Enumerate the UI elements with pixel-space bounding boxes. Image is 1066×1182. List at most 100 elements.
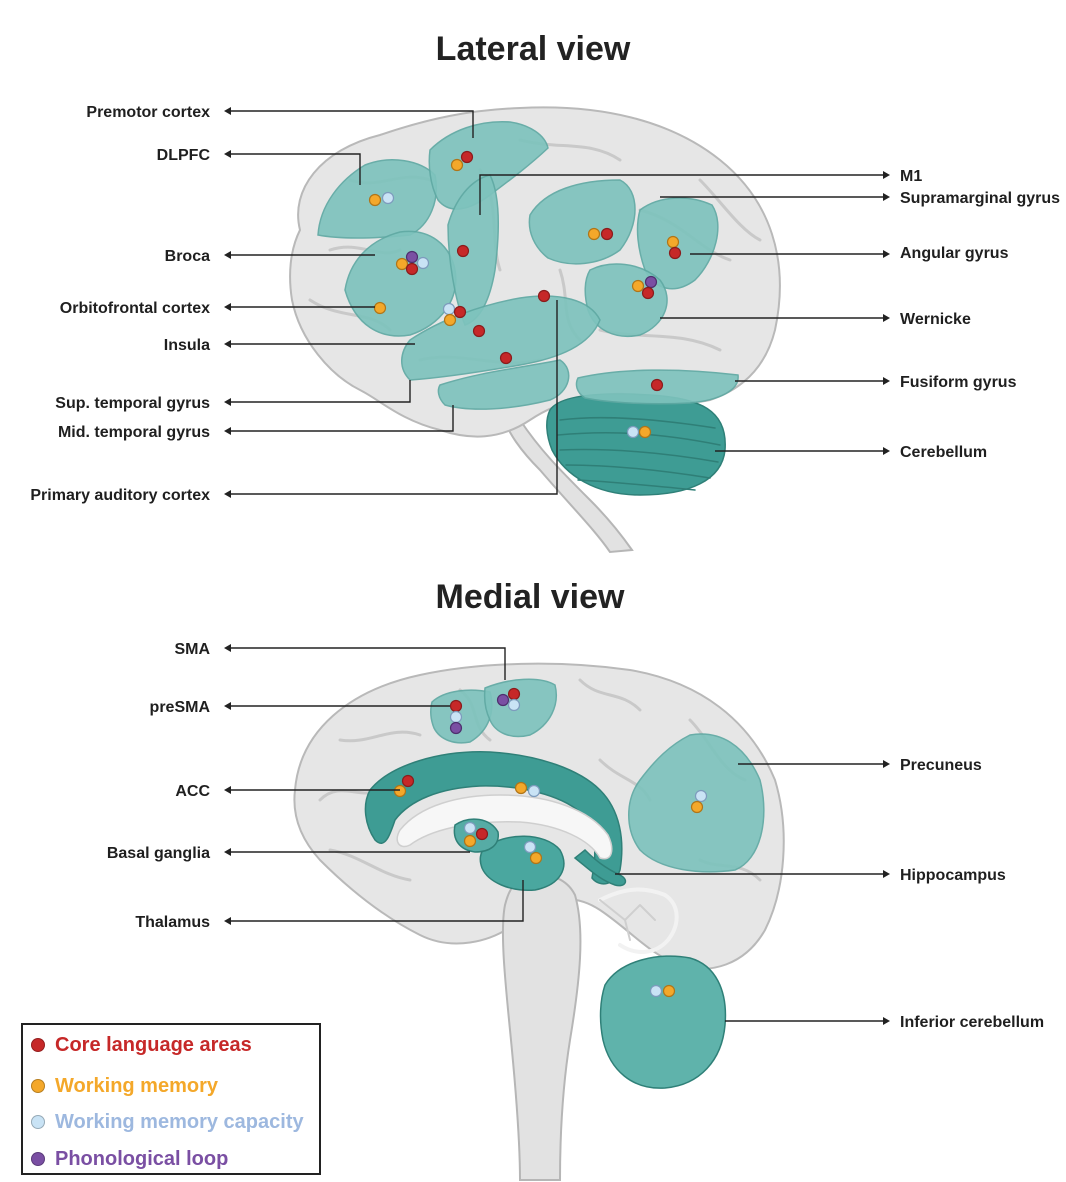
marker-wmc <box>507 698 521 712</box>
marker-wm <box>587 227 601 241</box>
marker-core <box>475 827 489 841</box>
marker-core <box>401 774 415 788</box>
marker-wmc <box>442 302 456 316</box>
label-cerebellum: Cerebellum <box>900 444 987 461</box>
marker-phon <box>644 275 658 289</box>
marker-wm <box>368 193 382 207</box>
marker-core <box>668 246 682 260</box>
lateral-brain <box>289 106 781 554</box>
label-m1: M1 <box>900 168 922 185</box>
label-mid-temporal: Mid. temporal gyrus <box>58 424 210 441</box>
working-memory-dot-icon <box>31 1079 45 1093</box>
marker-wmc <box>523 840 537 854</box>
label-premotor-cortex: Premotor cortex <box>86 104 210 121</box>
marker-wmc <box>416 256 430 270</box>
marker-core <box>456 244 470 258</box>
core-language-dot-icon <box>31 1038 45 1052</box>
marker-wm <box>529 851 543 865</box>
marker-core <box>472 324 486 338</box>
region-mtg <box>437 359 570 410</box>
marker-wmc <box>449 710 463 724</box>
marker-wmc <box>463 821 477 835</box>
label-wernicke: Wernicke <box>900 311 971 328</box>
label-hippocampus: Hippocampus <box>900 867 1006 884</box>
legend-item-core: Core language areas <box>31 1030 252 1060</box>
marker-wm <box>631 279 645 293</box>
lateral-labels: Premotor cortex DLPFC Broca Orbitofronta… <box>30 104 1060 504</box>
marker-wmc <box>381 191 395 205</box>
label-precuneus: Precuneus <box>900 757 982 774</box>
label-primary-auditory: Primary auditory cortex <box>30 487 210 504</box>
medial-brain <box>293 662 785 1181</box>
region-thalamus <box>479 835 565 891</box>
marker-core <box>405 262 419 276</box>
marker-core <box>641 286 655 300</box>
marker-core <box>507 687 521 701</box>
region-sma <box>483 678 557 738</box>
label-presma: preSMA <box>150 699 211 716</box>
marker-wm <box>373 301 387 315</box>
label-angular: Angular gyrus <box>900 245 1009 262</box>
legend-item-wm: Working memory <box>31 1071 218 1101</box>
marker-phon <box>496 693 510 707</box>
marker-wm <box>393 784 407 798</box>
medial-view-title: Medial view <box>436 578 626 616</box>
marker-core <box>537 289 551 303</box>
medial-markers <box>393 687 708 998</box>
marker-wm <box>638 425 652 439</box>
marker-wm <box>450 158 464 172</box>
legend: Core language areas Working memory Worki… <box>21 1023 321 1175</box>
label-sup-temporal: Sup. temporal gyrus <box>55 395 210 412</box>
marker-core <box>460 150 474 164</box>
marker-wm <box>443 313 457 327</box>
medial-leaders <box>224 644 890 1025</box>
legend-label-core: Core language areas <box>55 1033 252 1056</box>
region-supramarginal <box>528 179 636 265</box>
marker-wm <box>662 984 676 998</box>
marker-phon <box>405 250 419 264</box>
marker-core <box>453 305 467 319</box>
label-supramarginal: Supramarginal gyrus <box>900 190 1060 207</box>
marker-wm <box>690 800 704 814</box>
lateral-leaders-left <box>224 107 558 498</box>
marker-wm <box>463 834 477 848</box>
lateral-leaders-right <box>479 171 890 455</box>
legend-item-phon: Phonological loop <box>31 1144 228 1174</box>
marker-wm <box>666 235 680 249</box>
label-broca: Broca <box>165 248 210 265</box>
marker-core <box>499 351 513 365</box>
label-fusiform: Fusiform gyrus <box>900 374 1017 391</box>
marker-wm <box>514 781 528 795</box>
marker-core <box>600 227 614 241</box>
region-insula-stg <box>401 295 601 381</box>
marker-core <box>650 378 664 392</box>
label-insula: Insula <box>164 337 210 354</box>
lateral-markers <box>368 150 682 439</box>
region-m1 <box>447 174 500 326</box>
marker-wm <box>395 257 409 271</box>
region-hippocampus <box>573 848 627 887</box>
marker-core <box>449 699 463 713</box>
label-sma: SMA <box>174 641 210 658</box>
label-thalamus: Thalamus <box>135 914 210 931</box>
legend-label-wm: Working memory <box>55 1074 218 1097</box>
legend-label-phon: Phonological loop <box>55 1147 229 1170</box>
marker-wmc <box>527 784 541 798</box>
label-inferior-cerebellum: Inferior cerebellum <box>900 1014 1044 1031</box>
marker-wmc <box>694 789 708 803</box>
wm-capacity-dot-icon <box>31 1115 45 1129</box>
marker-wmc <box>626 425 640 439</box>
marker-wmc <box>649 984 663 998</box>
label-dlpfc: DLPFC <box>157 147 211 164</box>
legend-item-wmc: Working memory capacity <box>31 1107 304 1137</box>
label-acc: ACC <box>175 783 210 800</box>
label-basal-ganglia: Basal ganglia <box>107 845 210 862</box>
legend-label-wmc: Working memory capacity <box>55 1110 304 1133</box>
phonological-loop-dot-icon <box>31 1152 45 1166</box>
lateral-view-title: Lateral view <box>436 30 631 68</box>
marker-phon <box>449 721 463 735</box>
label-orbitofrontal: Orbitofrontal cortex <box>60 300 210 317</box>
region-premotor <box>428 121 549 210</box>
medial-labels: SMA preSMA ACC Basal ganglia Thalamus Pr… <box>107 641 1044 1031</box>
